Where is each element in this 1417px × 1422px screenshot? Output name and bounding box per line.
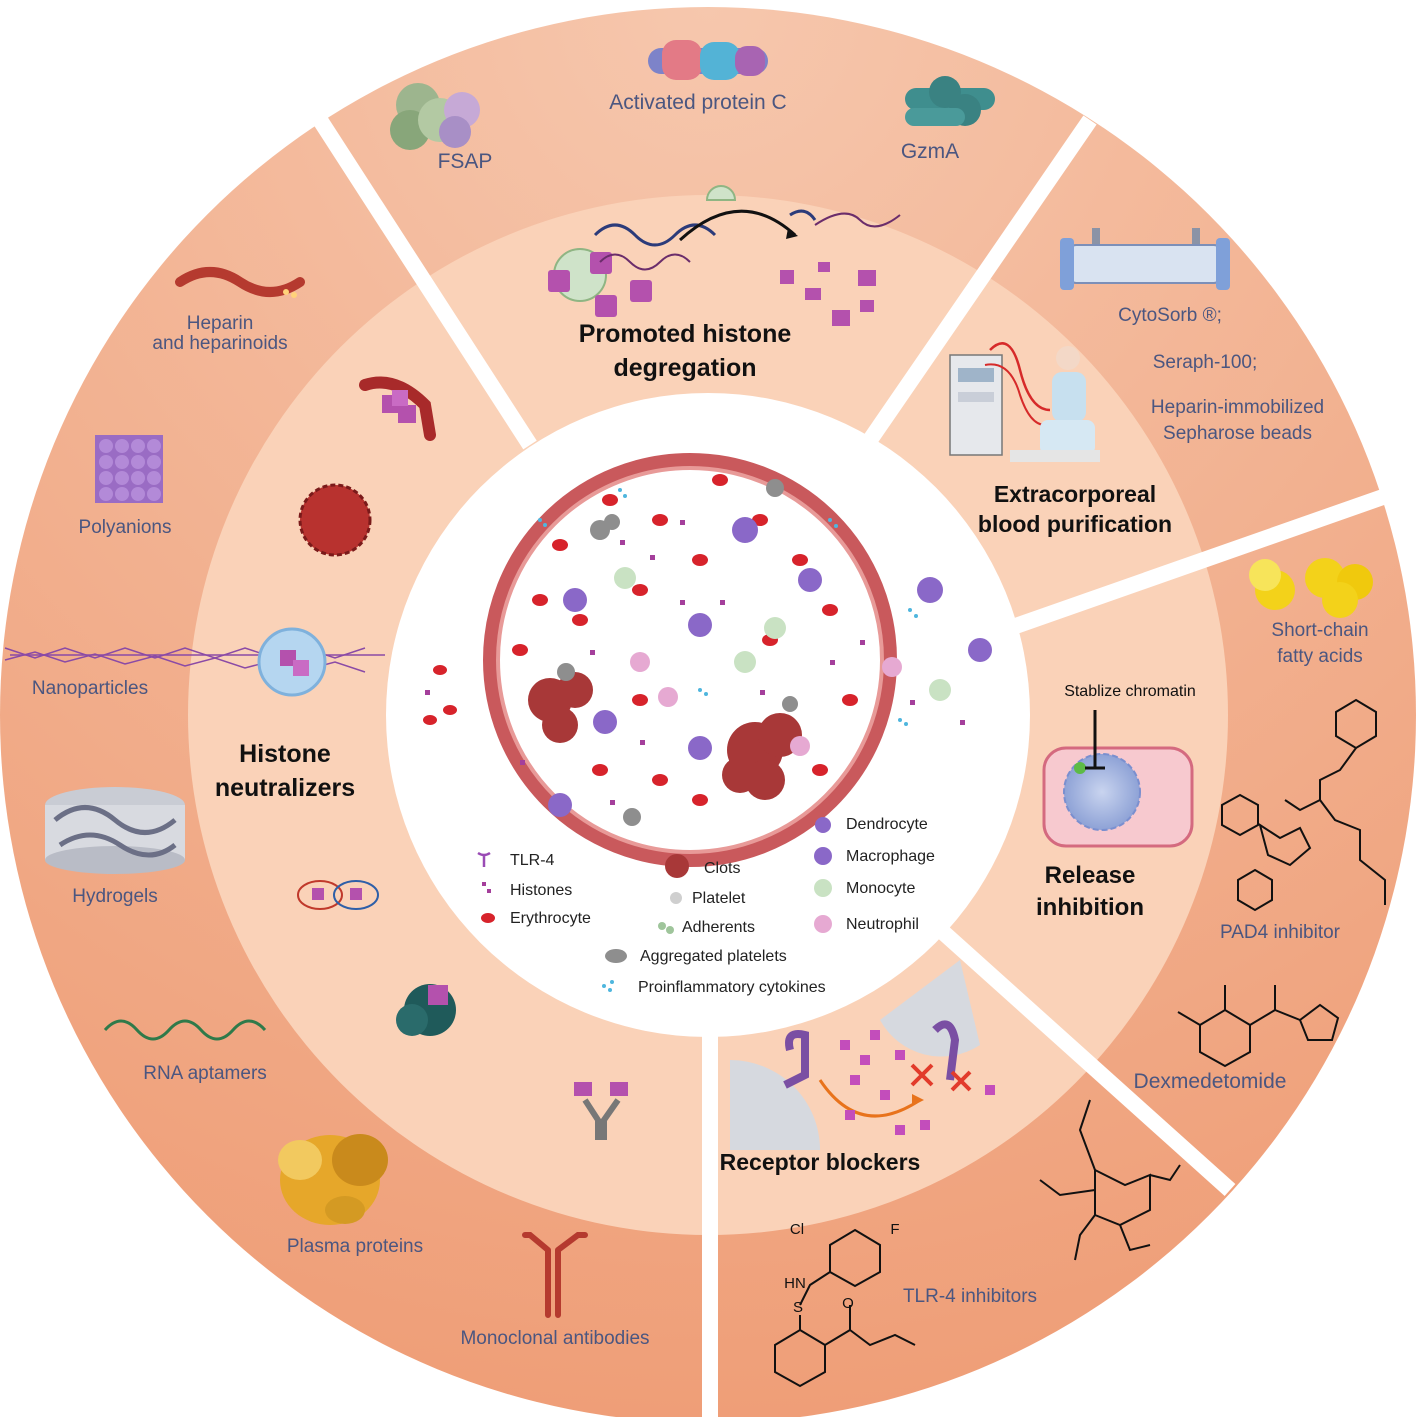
polyanion-cube-icon bbox=[95, 435, 163, 503]
title-purification-line2: blood purification bbox=[977, 511, 1173, 537]
plasma-protein-icon bbox=[278, 1134, 388, 1225]
label-gzma: GzmA bbox=[900, 140, 960, 163]
legend-tlr4: TLR-4 bbox=[510, 852, 555, 869]
rna-aptamer-icon bbox=[103, 1019, 267, 1041]
antibody-histone-icon bbox=[574, 1082, 628, 1140]
legend-clots: Clots bbox=[704, 860, 741, 877]
legend-monocyte: Monocyte bbox=[846, 880, 916, 897]
title-degradation-line1: Promoted histone bbox=[578, 320, 792, 348]
polyanion-ball-icon bbox=[298, 483, 372, 557]
label-plasma-proteins: Plasma proteins bbox=[286, 1236, 424, 1257]
label-heparin-beads-1: Heparin-immobilized bbox=[1150, 397, 1325, 418]
pad4-inhibitor-structure bbox=[1221, 698, 1386, 912]
legend-macrophage: Macrophage bbox=[846, 848, 935, 865]
label-pad4-inhibitor: PAD4 inhibitor bbox=[1219, 922, 1341, 943]
legend-cytokines: Proinflammatory cytokines bbox=[638, 979, 826, 996]
label-rna-aptamers: RNA aptamers bbox=[143, 1063, 267, 1084]
label-hydrogels: Hydrogels bbox=[72, 886, 158, 907]
title-release-line2: inhibition bbox=[1036, 894, 1144, 921]
chem-label-f: F bbox=[890, 1221, 900, 1238]
legend-platelet: Platelet bbox=[692, 890, 746, 907]
hydrogel-disc-icon bbox=[45, 787, 185, 874]
label-polyanions: Polyanions bbox=[78, 517, 172, 538]
title-purification-line1: Extracorporeal bbox=[993, 481, 1157, 507]
title-neutralizers-line1: Histone bbox=[239, 740, 331, 768]
label-seraph: Seraph-100; bbox=[1152, 352, 1258, 373]
label-dexmedetomide: Dexmedetomide bbox=[1133, 1070, 1287, 1093]
chem-label-s: S bbox=[792, 1299, 803, 1316]
chem-label-cl: Cl bbox=[789, 1221, 805, 1238]
gzma-protein-icon bbox=[905, 76, 995, 126]
label-fsap: FSAP bbox=[437, 150, 493, 173]
title-neutralizers-line2: neutralizers bbox=[214, 774, 356, 802]
legend-neutrophil: Neutrophil bbox=[846, 916, 919, 933]
title-receptor-blockers: Receptor blockers bbox=[719, 1149, 921, 1175]
activated-protein-c-icon bbox=[648, 40, 768, 80]
legend-adherents: Adherents bbox=[682, 919, 755, 936]
label-scfa-2: fatty acids bbox=[1277, 646, 1363, 667]
legend-histones: Histones bbox=[510, 882, 573, 899]
receptor-blocker-illustration bbox=[730, 960, 995, 1150]
tlr4-inhibitor-structures bbox=[774, 1099, 1181, 1388]
nanoparticle-histone-icon bbox=[257, 627, 327, 697]
label-heparin-beads-2: Sepharose beads bbox=[1163, 423, 1312, 444]
label-activated-protein-c: Activated protein C bbox=[609, 91, 787, 114]
heparin-histone-complex-icon bbox=[359, 376, 436, 441]
legend-symbols bbox=[477, 817, 832, 992]
chem-label-o: O bbox=[842, 1295, 854, 1312]
chromatin-stabilized-cell-icon bbox=[1042, 710, 1194, 848]
monoclonal-antibody-icon bbox=[522, 1232, 588, 1318]
label-heparin-2: and heparinoids bbox=[152, 333, 288, 354]
blood-vessel bbox=[423, 453, 992, 867]
heparin-worm-icon bbox=[175, 267, 305, 298]
histone-degradation-illustration bbox=[548, 185, 901, 326]
dexmedetomide-structure bbox=[1177, 985, 1340, 1068]
blood-filter-cartridge-icon bbox=[1060, 228, 1230, 290]
label-nanoparticles: Nanoparticles bbox=[31, 678, 149, 699]
label-stabilize-chromatin: Stablize chromatin bbox=[1064, 683, 1196, 700]
short-chain-fatty-acid-icon bbox=[1249, 558, 1373, 618]
chem-label-hn: HN bbox=[784, 1275, 806, 1292]
label-monoclonal-antibodies: Monoclonal antibodies bbox=[460, 1328, 650, 1349]
fsap-protein-icon bbox=[390, 83, 480, 150]
title-release-line1: Release bbox=[1044, 862, 1136, 889]
aptamer-histone-icon bbox=[396, 984, 456, 1036]
legend-erythrocyte: Erythrocyte bbox=[510, 910, 591, 927]
label-scfa-1: Short-chain bbox=[1271, 620, 1369, 641]
label-cytosorb: CytoSorb ®; bbox=[1118, 305, 1222, 326]
legend-dendrocyte: Dendrocyte bbox=[846, 816, 928, 833]
label-tlr4-inhibitors: TLR-4 inhibitors bbox=[902, 1286, 1038, 1307]
sector-dividers bbox=[313, 115, 1417, 1417]
label-heparin-1: Heparin bbox=[186, 313, 254, 334]
dialysis-patient-illustration bbox=[949, 342, 1100, 462]
hydrogel-histone-icon bbox=[297, 880, 379, 910]
legend-aggregated-platelets: Aggregated platelets bbox=[640, 948, 787, 965]
title-degradation-line2: degregation bbox=[613, 354, 757, 382]
